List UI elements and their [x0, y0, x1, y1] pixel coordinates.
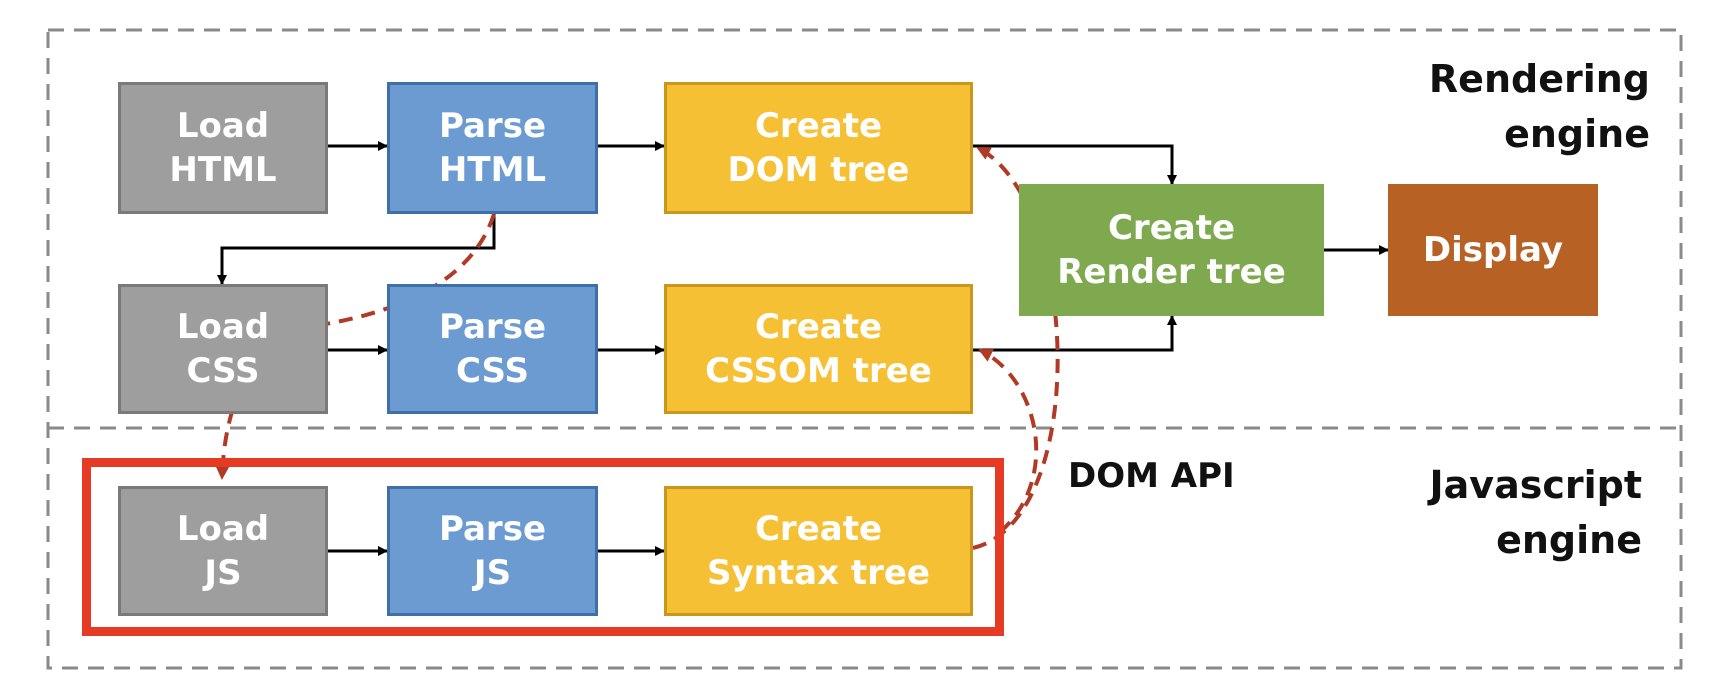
dashed-arrow-syntax-cssom	[978, 348, 1039, 534]
create-cssom-text: Create CSSOM tree	[705, 306, 932, 391]
parse-html-box: Parse HTML	[387, 82, 598, 214]
load-html-text: Load HTML	[169, 105, 277, 190]
parse-html-text: Parse HTML	[438, 105, 547, 190]
create-cssom-box: Create CSSOM tree	[664, 284, 973, 414]
display-text: Display	[1422, 229, 1564, 270]
parse-js-box: Parse JS	[387, 486, 598, 616]
load-css-text: Load CSS	[176, 306, 270, 391]
parse-css-box: Parse CSS	[387, 284, 598, 414]
create-render-tree-box: Create Render tree	[1019, 184, 1324, 316]
dashed-arrow-syntax-dom	[972, 146, 1060, 550]
parse-css-text: Parse CSS	[438, 306, 546, 391]
javascript-highlight-frame	[82, 458, 1004, 636]
load-js-box: Load JS	[118, 486, 328, 616]
create-syntax-tree-box: Create Syntax tree	[664, 486, 973, 616]
rendering-engine-label: Rendering engine	[1428, 57, 1650, 157]
arrow-dom-render	[973, 144, 1177, 185]
create-syntax-tree-text: Create Syntax tree	[707, 508, 930, 593]
create-dom-box: Create DOM tree	[664, 82, 973, 214]
arrow-cssom-render	[973, 315, 1177, 352]
load-css-box: Load CSS	[118, 284, 328, 414]
arrow-parsehtml-loadcss	[217, 214, 496, 285]
javascript-engine-label: Javascript engine	[1429, 463, 1642, 563]
load-js-text: Load JS	[176, 508, 270, 593]
load-html-box: Load HTML	[118, 82, 328, 214]
display-box: Display	[1388, 184, 1598, 316]
create-render-tree-text: Create Render tree	[1057, 207, 1286, 292]
engine-frame	[46, 28, 1683, 670]
create-dom-text: Create DOM tree	[727, 105, 910, 190]
parse-js-text: Parse JS	[438, 508, 546, 593]
dom-api-label: DOM API	[1068, 456, 1235, 496]
